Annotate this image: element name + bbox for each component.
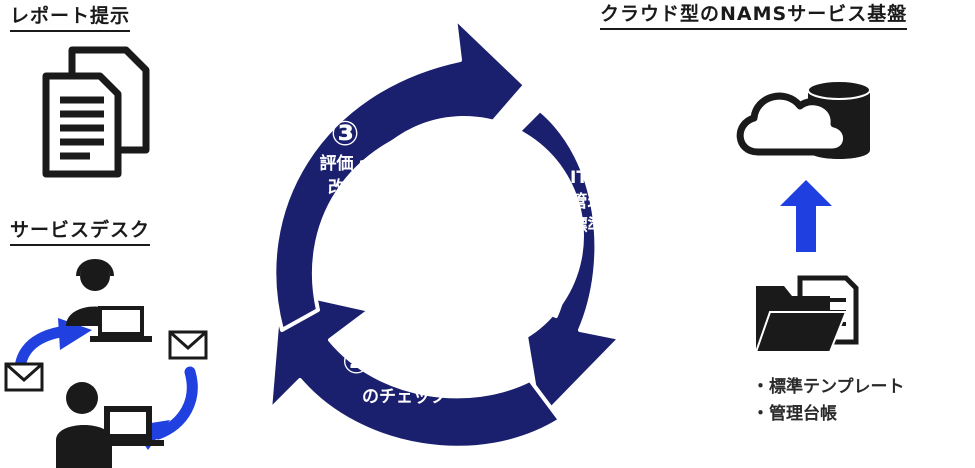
step-1-line-3: 標準化 — [570, 216, 622, 236]
step-3-line-2: 改善 — [328, 178, 362, 198]
cycle-arrow-2 — [268, 288, 562, 450]
documents-icon — [42, 46, 150, 178]
deliverable-ledger: ・管理台帳 — [752, 404, 837, 424]
deliverable-template: ・標準テンプレート — [752, 377, 905, 397]
cycle-arrow-3 — [272, 16, 527, 332]
cycle-step-1: ① IT資産 管理の 標準化 — [566, 130, 626, 238]
operator-icon — [66, 259, 152, 342]
mail-icon-2 — [4, 362, 44, 392]
folder-documents-icon — [754, 275, 859, 353]
cycle-step-3: ③ 評価・ 改善 — [300, 116, 390, 200]
upload-arrow-icon — [780, 180, 832, 252]
user-at-laptop-icon — [56, 382, 164, 468]
cycle-center — [344, 116, 584, 356]
service-desk-heading: サービスデスク — [10, 218, 151, 246]
nams-platform-heading: クラウド型のNAMSサービス基盤 — [600, 2, 908, 30]
step-1-number: ① — [581, 128, 611, 168]
step-1-line-2: 管理の — [570, 192, 622, 212]
step-3-number: ③ — [330, 114, 360, 154]
report-heading: レポート提示 — [10, 4, 131, 32]
step-2-line-2: のチェック — [362, 387, 447, 407]
step-3-line-1: 評価・ — [319, 154, 371, 174]
cloud-database-icon — [736, 80, 871, 159]
step-1-line-1: IT資産 — [570, 168, 622, 188]
deliverables-list: ・標準テンプレート ・管理台帳 — [752, 374, 905, 428]
mail-icon — [168, 330, 208, 360]
step-2-number: ② — [342, 342, 371, 382]
step-2-line-1: IT資産管理台帳 — [386, 357, 506, 377]
cycle-arrows — [268, 16, 622, 450]
